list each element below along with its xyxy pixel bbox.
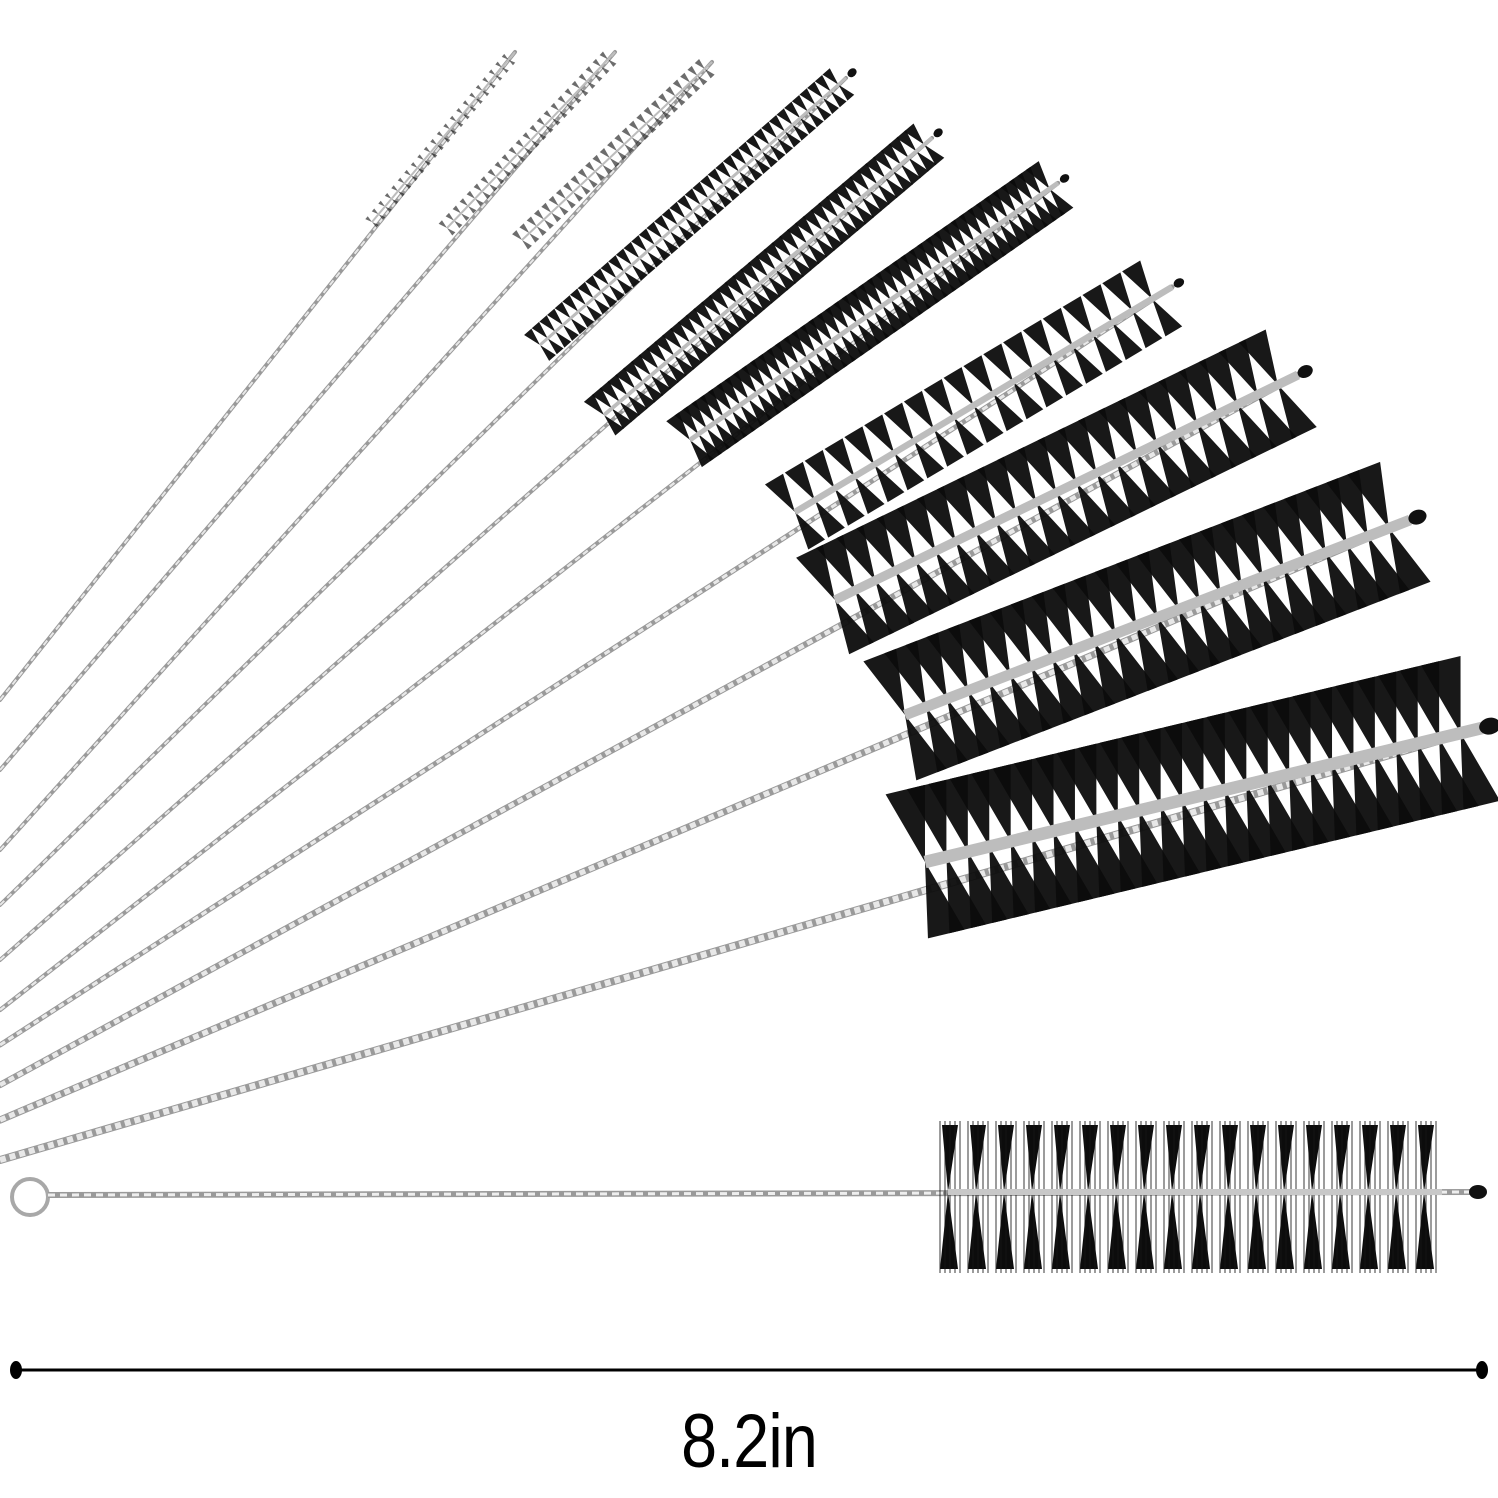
wire-twist (0, 51, 516, 701)
bristle-head (939, 1121, 1442, 1273)
bead-tip-icon (1469, 1185, 1487, 1199)
bristle-head (583, 123, 945, 436)
brush-1 (0, 50, 517, 702)
bead-tip-icon (1059, 174, 1070, 183)
wire-twist (0, 137, 933, 961)
bead-tip-icon (847, 68, 857, 78)
dimension-line (10, 1361, 1488, 1379)
bristle-head (863, 461, 1431, 781)
bristle-head (524, 68, 857, 361)
brush-8 (0, 329, 1317, 1089)
hanging-loop-icon (10, 1177, 50, 1217)
bead-tip-icon (1479, 717, 1498, 735)
brush-6 (0, 161, 1074, 1013)
bristle-head (764, 260, 1185, 550)
bristle-head (365, 51, 516, 228)
brush-3 (0, 59, 715, 852)
wire-twist (0, 61, 713, 851)
dimension-endpoint-left (10, 1361, 22, 1379)
wire-twist (0, 517, 1412, 1123)
bead-tip-icon (1297, 365, 1313, 378)
brush-7 (0, 260, 1185, 1048)
brush-2 (0, 50, 617, 772)
dimension-endpoint-right (1476, 1361, 1488, 1379)
brush-10 (0, 656, 1498, 1164)
wire-twist (0, 51, 616, 771)
bristle-head (438, 51, 617, 236)
bead-tip-icon (1173, 278, 1185, 288)
wire-twist (0, 77, 847, 906)
bead-tip-icon (933, 128, 943, 138)
brush-4 (0, 68, 857, 907)
horizontal-brush (10, 1121, 1487, 1273)
fanned-brushes (0, 50, 1498, 1164)
brush-9 (0, 461, 1431, 1124)
wire-twist (0, 182, 1059, 1011)
bead-tip-icon (1408, 509, 1427, 525)
bristle-head (885, 656, 1498, 939)
wire-twist (0, 725, 1483, 1163)
dimension-label: 8.2in (681, 1399, 818, 1484)
bristle-head (666, 161, 1074, 468)
bristle-head (512, 59, 715, 250)
brush-5 (0, 123, 945, 962)
bristle-head (796, 329, 1317, 655)
